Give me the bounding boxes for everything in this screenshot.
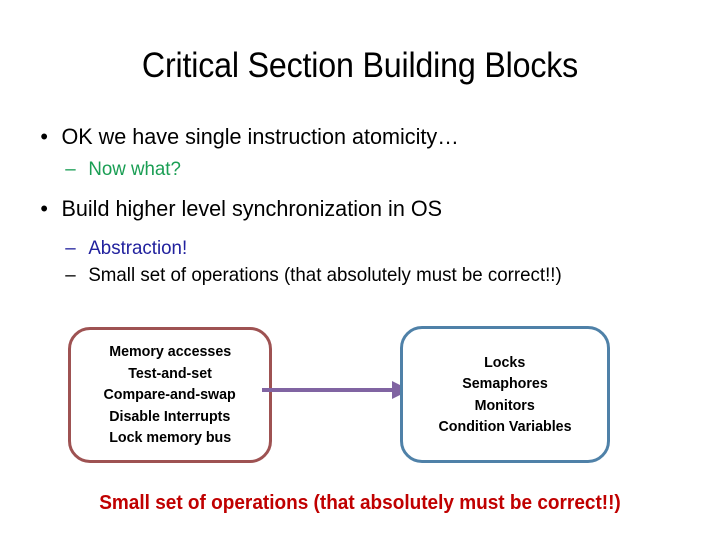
- box-line: Compare-and-swap: [103, 386, 237, 404]
- bullet-text: Build higher level synchronization in OS: [61, 196, 443, 221]
- bullet-text: Abstraction!: [88, 237, 188, 259]
- box-line: Monitors: [474, 396, 536, 414]
- box-line: Condition Variables: [438, 418, 572, 435]
- bullet-marker-dot: •: [40, 124, 48, 149]
- diagram-box-hardware-primitives[interactable]: Memory accesses Test-and-set Compare-and…: [68, 327, 272, 463]
- bullet-marker-dash: –: [65, 158, 76, 180]
- bullet-text: Small set of operations (that absolutely…: [88, 264, 562, 286]
- bullet-marker-dot: •: [40, 196, 48, 221]
- arrow-icon: [262, 381, 410, 399]
- box-line: Semaphores: [462, 375, 548, 392]
- bullet-text: OK we have single instruction atomicity…: [61, 124, 459, 149]
- bullet-list: • OK we have single instruction atomicit…: [0, 122, 720, 289]
- bullet-marker-dash: –: [65, 237, 76, 259]
- bullet-level2-now-what: – Now what?: [0, 156, 691, 183]
- box-line: Test-and-set: [128, 364, 212, 382]
- page-title: Critical Section Building Blocks: [141, 46, 579, 85]
- bullet-marker-dash: –: [65, 264, 76, 286]
- bullet-level1-build-sync: • Build higher level synchronization in …: [0, 194, 691, 224]
- box-line: Lock memory bus: [109, 429, 231, 447]
- bullet-level1-atomicity: • OK we have single instruction atomicit…: [0, 122, 691, 152]
- box-line: Disable Interrupts: [109, 407, 231, 425]
- diagram-box-os-abstractions[interactable]: Locks Semaphores Monitors Condition Vari…: [400, 326, 610, 463]
- footer-emphasis-text: Small set of operations (that absolutely…: [99, 492, 621, 514]
- box-line: Memory accesses: [108, 343, 232, 361]
- bullet-level2-abstraction: – Abstraction!: [0, 235, 691, 262]
- box-line: Locks: [484, 353, 526, 371]
- bullet-level2-small-set: – Small set of operations (that absolute…: [0, 262, 691, 289]
- bullet-text: Now what?: [88, 158, 181, 180]
